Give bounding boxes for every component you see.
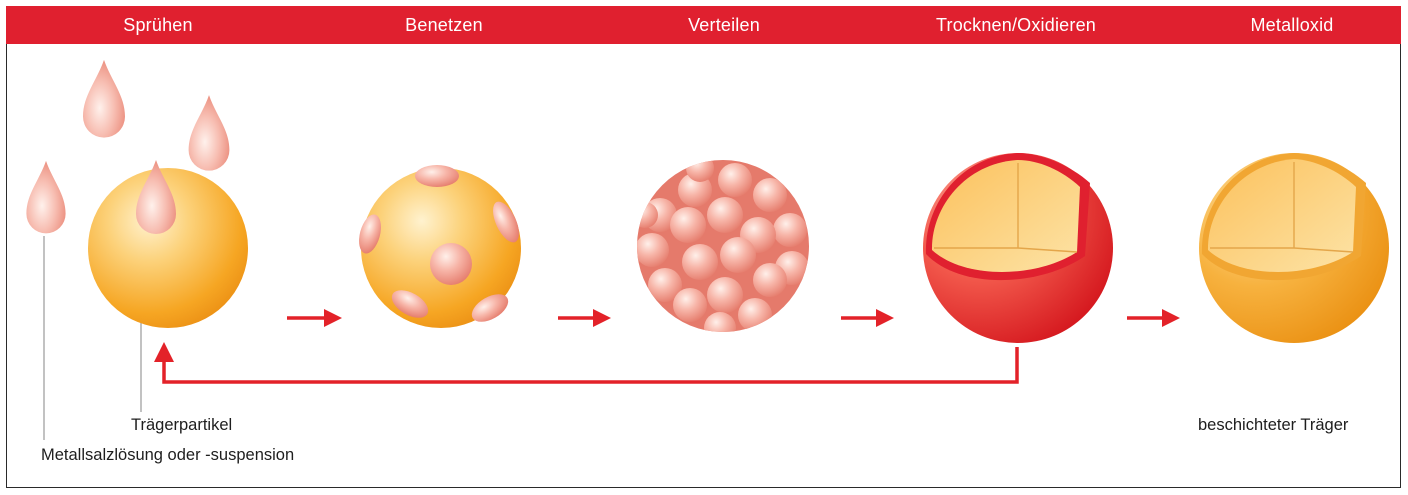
recycle-loop-arrow xyxy=(154,342,1017,382)
arrow-right-icon xyxy=(287,309,342,327)
arrow-right-icon xyxy=(558,309,611,327)
label-coated-carrier: beschichteter Träger xyxy=(1198,416,1348,435)
cutaway-red-shell xyxy=(923,153,1113,343)
distributed-coverage-particle xyxy=(632,154,809,344)
label-metal-salt-solution: Metallsalzlösung oder -suspension xyxy=(41,446,294,465)
spray-droplet xyxy=(26,161,65,234)
label-carrier-particle: Trägerpartikel xyxy=(131,416,232,435)
spray-droplet xyxy=(189,95,230,170)
arrow-right-icon xyxy=(841,309,894,327)
coated-carrier-cutaway xyxy=(1199,153,1389,343)
spray-droplet xyxy=(83,60,125,138)
arrow-right-icon xyxy=(1127,309,1180,327)
wetted-particle xyxy=(355,165,524,328)
